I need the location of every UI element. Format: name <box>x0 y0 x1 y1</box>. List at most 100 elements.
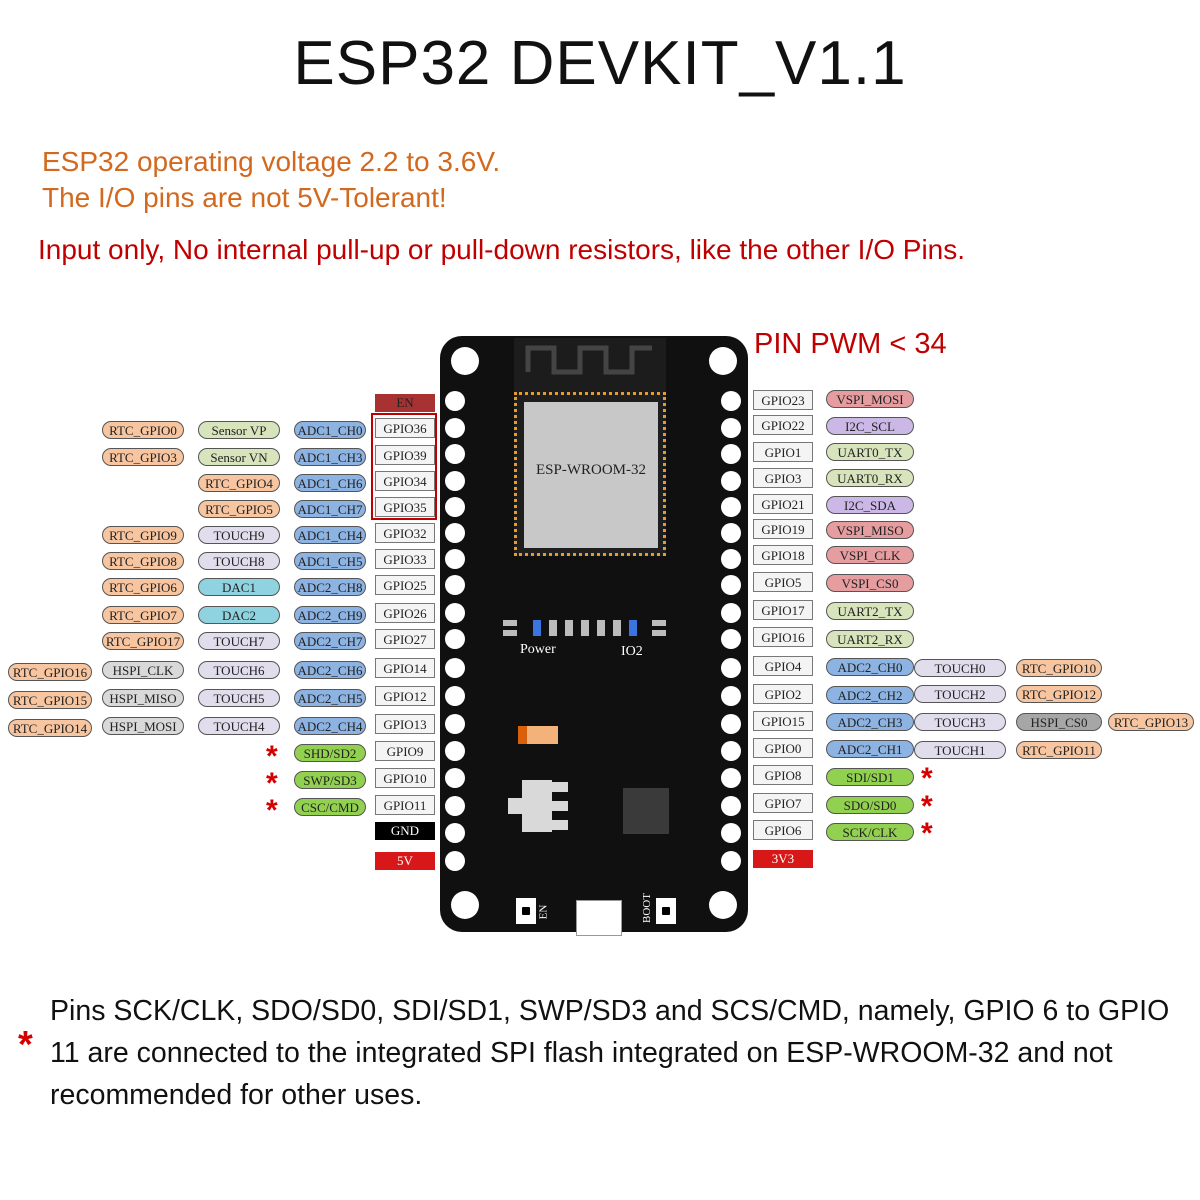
label-adc1-ch5: ADC1_CH5 <box>294 552 366 570</box>
footer-star: * <box>18 1024 33 1066</box>
flash-warning-star: * <box>921 790 933 823</box>
header-hole <box>721 686 741 706</box>
pin-gpio16: GPIO16 <box>753 627 813 647</box>
header-hole <box>721 575 741 595</box>
pin-gpio18: GPIO18 <box>753 545 813 565</box>
en-button-label: EN <box>537 904 550 920</box>
pin-gpio9: GPIO9 <box>375 741 435 761</box>
label-touch8: TOUCH8 <box>198 552 280 570</box>
header-hole <box>445 768 465 788</box>
module-label: ESP-WROOM-32 <box>535 462 646 478</box>
label-adc2-ch5: ADC2_CH5 <box>294 689 366 707</box>
regulator-component <box>522 780 552 832</box>
pin-gpio6: GPIO6 <box>753 820 813 840</box>
label-rtc-gpio6: RTC_GPIO6 <box>102 578 184 596</box>
header-hole <box>445 658 465 678</box>
label-touch0: TOUCH0 <box>914 659 1006 677</box>
input-only-highlight <box>371 413 437 520</box>
pin-gpio21: GPIO21 <box>753 494 813 514</box>
label-sck-clk: SCK/CLK <box>826 823 914 841</box>
label-sdi-sd1: SDI/SD1 <box>826 768 914 786</box>
label-rtc-gpio0: RTC_GPIO0 <box>102 421 184 439</box>
label-rtc-gpio5: RTC_GPIO5 <box>198 500 280 518</box>
pin-gpio33: GPIO33 <box>375 549 435 569</box>
label-rtc-gpio16: RTC_GPIO16 <box>8 663 92 681</box>
smd-component <box>652 620 666 626</box>
smd-component <box>652 630 666 636</box>
header-hole <box>445 418 465 438</box>
diode-component <box>518 726 558 744</box>
label-hspi-mosi: HSPI_MOSI <box>102 717 184 735</box>
pin-gnd: GND <box>375 822 435 840</box>
label-sdo-sd0: SDO/SD0 <box>826 796 914 814</box>
mounting-hole <box>451 891 479 919</box>
flash-warning-star: * <box>921 817 933 850</box>
label-vspi-cs0: VSPI_CS0 <box>826 574 914 592</box>
label-vspi-clk: VSPI_CLK <box>826 546 914 564</box>
label-touch5: TOUCH5 <box>198 689 280 707</box>
header-hole <box>721 444 741 464</box>
boot-button-label: BOOT <box>640 893 653 923</box>
label-uart2-rx: UART2_RX <box>826 630 914 648</box>
pin-5v-label: 5V <box>397 853 413 868</box>
header-hole <box>721 549 741 569</box>
label-adc2-ch6: ADC2_CH6 <box>294 661 366 679</box>
label-hspi-clk: HSPI_CLK <box>102 661 184 679</box>
pin-gpio23: GPIO23 <box>753 390 813 410</box>
en-button[interactable] <box>516 898 536 924</box>
header-hole <box>445 444 465 464</box>
pin-gpio34: GPIO34 <box>375 471 435 491</box>
label-rtc-gpio10: RTC_GPIO10 <box>1016 659 1102 677</box>
label-hspi-cs0: HSPI_CS0 <box>1016 713 1102 731</box>
pin-gpio7: GPIO7 <box>753 793 813 813</box>
label-sensor-vn: Sensor VN <box>198 448 280 466</box>
pin-gpio26: GPIO26 <box>375 603 435 623</box>
module-shield <box>524 402 658 548</box>
pin-gpio25: GPIO25 <box>375 575 435 595</box>
regulator-pin <box>552 820 568 830</box>
header-hole <box>445 391 465 411</box>
header-hole <box>445 471 465 491</box>
label-vspi-mosi: VSPI_MOSI <box>826 390 914 408</box>
label-touch6: TOUCH6 <box>198 661 280 679</box>
regulator-tab <box>508 798 522 814</box>
mounting-hole <box>709 347 737 375</box>
header-hole <box>445 575 465 595</box>
label-touch2: TOUCH2 <box>914 685 1006 703</box>
label-adc1-ch7: ADC1_CH7 <box>294 500 366 518</box>
header-hole <box>445 549 465 569</box>
voltage-note: ESP32 operating voltage 2.2 to 3.6V. <box>42 146 501 177</box>
pin-gpio17: GPIO17 <box>753 600 813 620</box>
pin-5v: 5V <box>375 852 435 870</box>
label-adc2-ch8: ADC2_CH8 <box>294 578 366 596</box>
boot-button[interactable] <box>656 898 676 924</box>
label-adc1-ch0: ADC1_CH0 <box>294 421 366 439</box>
header-hole <box>445 851 465 871</box>
label-rtc-gpio4: RTC_GPIO4 <box>198 474 280 492</box>
smd-component <box>597 620 605 636</box>
label-dac2: DAC2 <box>198 606 280 624</box>
smd-component <box>565 620 573 636</box>
header-hole <box>445 823 465 843</box>
label-uart2-tx: UART2_TX <box>826 602 914 620</box>
label-adc2-ch7: ADC2_CH7 <box>294 632 366 650</box>
pin-gpio13: GPIO13 <box>375 714 435 734</box>
smd-component <box>503 630 517 636</box>
pin-gpio11: GPIO11 <box>375 795 435 815</box>
usb-chip <box>623 788 669 834</box>
antenna-trace-icon <box>525 345 652 375</box>
pin-gpio14: GPIO14 <box>375 658 435 678</box>
header-hole <box>721 714 741 734</box>
pin-gpio12: GPIO12 <box>375 686 435 706</box>
label-touch7: TOUCH7 <box>198 632 280 650</box>
pin-gpio19: GPIO19 <box>753 519 813 539</box>
header-hole <box>721 497 741 517</box>
usb-port <box>576 900 622 936</box>
flash-warning-star: * <box>266 794 278 827</box>
label-touch9: TOUCH9 <box>198 526 280 544</box>
label-touch4: TOUCH4 <box>198 717 280 735</box>
label-touch1: TOUCH1 <box>914 741 1006 759</box>
header-hole <box>721 523 741 543</box>
label-i2c-scl: I2C_SCL <box>826 417 914 435</box>
label-shd-sd2: SHD/SD2 <box>294 744 366 762</box>
